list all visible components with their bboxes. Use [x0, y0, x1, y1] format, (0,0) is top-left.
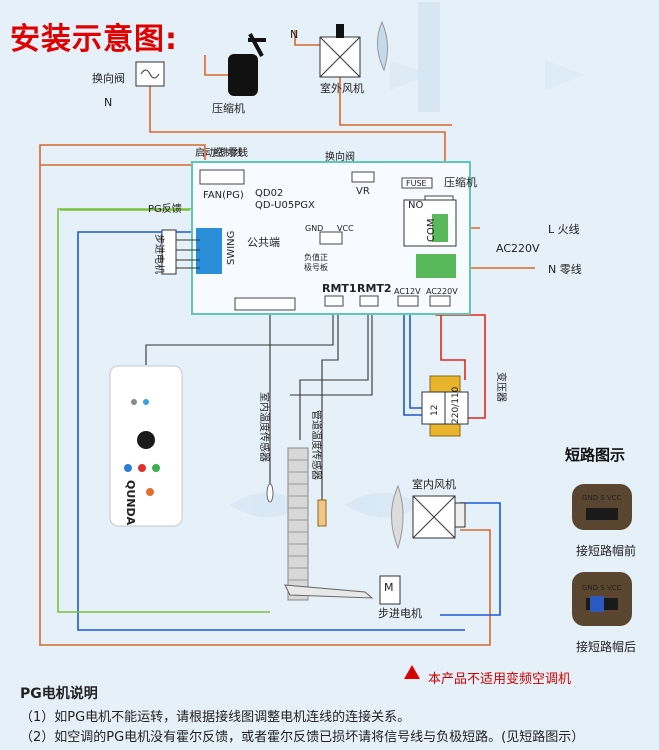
board-common: 公共端 [247, 236, 280, 249]
board-pole-board: 极号板 [304, 262, 328, 272]
warning-icon [404, 665, 420, 679]
transformer-220: 220/110 [451, 386, 461, 424]
stepper-bottom-label: 步进电机 [378, 606, 422, 620]
short-pins-before: GND S VCC [582, 494, 622, 502]
board-no: NO [408, 200, 423, 211]
pg-note-2: （2）如空调的PG电机没有霍尔反馈，或者霍尔反馈已损坏请将信号线与负极短路。(见… [20, 730, 585, 745]
n-top: N [290, 28, 298, 41]
outdoor-fan-icon [319, 20, 388, 78]
indoor-temp-sensor-label: 室内温度传感器 [258, 392, 271, 462]
board-compressor: 压缩机 [444, 175, 477, 189]
board-rmt2: RMT2 [357, 282, 392, 295]
short-after-caption: 接短路帽后 [576, 640, 637, 654]
com-terminal [432, 214, 448, 242]
short-cap-after [572, 572, 632, 626]
indoor-fan-label: 室内风机 [412, 477, 456, 491]
ac220v-label: AC220V [496, 242, 540, 255]
short-cap-before [572, 484, 632, 530]
board-vr: VR [356, 186, 370, 197]
board-model2: QD-U05PGX [255, 200, 315, 211]
stepper-motor-small [161, 229, 177, 275]
short-pins-after: GND S VCC [582, 584, 622, 592]
board-fan-pg: FAN(PG) [203, 190, 244, 201]
transformer-icon [421, 375, 469, 437]
board-reversing-valve: 换向阀 [325, 150, 355, 163]
heat-exchanger-lines [288, 459, 308, 593]
reversing-valve-label: 换向阀 [92, 71, 125, 85]
wire-label-control: 控制线 [213, 146, 243, 159]
outdoor-fan-label: 室外风机 [320, 81, 364, 95]
board-model1: QD02 [255, 188, 283, 199]
sensor-wires [145, 305, 373, 520]
board-ac12v: AC12V [394, 287, 421, 296]
stepper-m-letter: M [384, 581, 394, 594]
n-left: N [104, 96, 112, 109]
wire-label-start: 启动线 [195, 146, 225, 159]
receiver-brand: QUNDA [124, 480, 137, 526]
stepper-motor-bottom-icon [379, 575, 401, 605]
compressor-label: 压缩机 [212, 101, 245, 115]
indoor-temp-sensor-icon [266, 483, 274, 503]
compressor-icon [228, 33, 266, 96]
heat-exchanger-icon [287, 447, 309, 601]
receiver-panel [109, 365, 183, 527]
pg-note-1: （1）如PG电机不能运转，请根据接线图调整电机连线的连接关系。 [20, 710, 411, 725]
louver-icon [284, 584, 374, 599]
warning-note: 本产品不适用变频空调机 [428, 672, 572, 687]
swing-terminal-block [196, 228, 222, 274]
board-stepper-motor: 步进电机 [153, 234, 166, 274]
pg-section-title: PG电机说明 [20, 686, 98, 702]
pipe-temp-sensor-icon [317, 499, 327, 527]
pg-feedback-label: PG反馈 [148, 202, 182, 215]
wire-label-neutral: 零线 [228, 146, 248, 159]
diagram-title: 安装示意图: [10, 22, 178, 57]
indoor-fan-icon [391, 484, 466, 550]
board-fuse: FUSE [406, 179, 427, 188]
live-label: L 火线 [548, 222, 580, 236]
short-circuit-title: 短路图示 [565, 446, 626, 464]
board-neg-pos: 负值正 [304, 252, 328, 262]
reversing-valve-icon [135, 61, 165, 87]
transformer-label: 变压器 [495, 372, 508, 402]
warning-exclaim: ! [410, 670, 414, 680]
pipe-temp-sensor-label: 管道温度传感器 [310, 410, 323, 480]
board-vcc: VCC [337, 224, 354, 233]
power-terminal [416, 254, 456, 278]
board-rmt1: RMT1 [322, 282, 357, 295]
neutral-label: N 零线 [548, 262, 582, 276]
board-com: COM [426, 219, 437, 242]
short-before-caption: 接短路帽前 [576, 544, 637, 558]
board-ac220v: AC220V [426, 287, 458, 296]
board-swing: SWING [226, 231, 237, 265]
board-gnd: GND [305, 224, 323, 233]
transformer-12: 12 [430, 405, 440, 416]
